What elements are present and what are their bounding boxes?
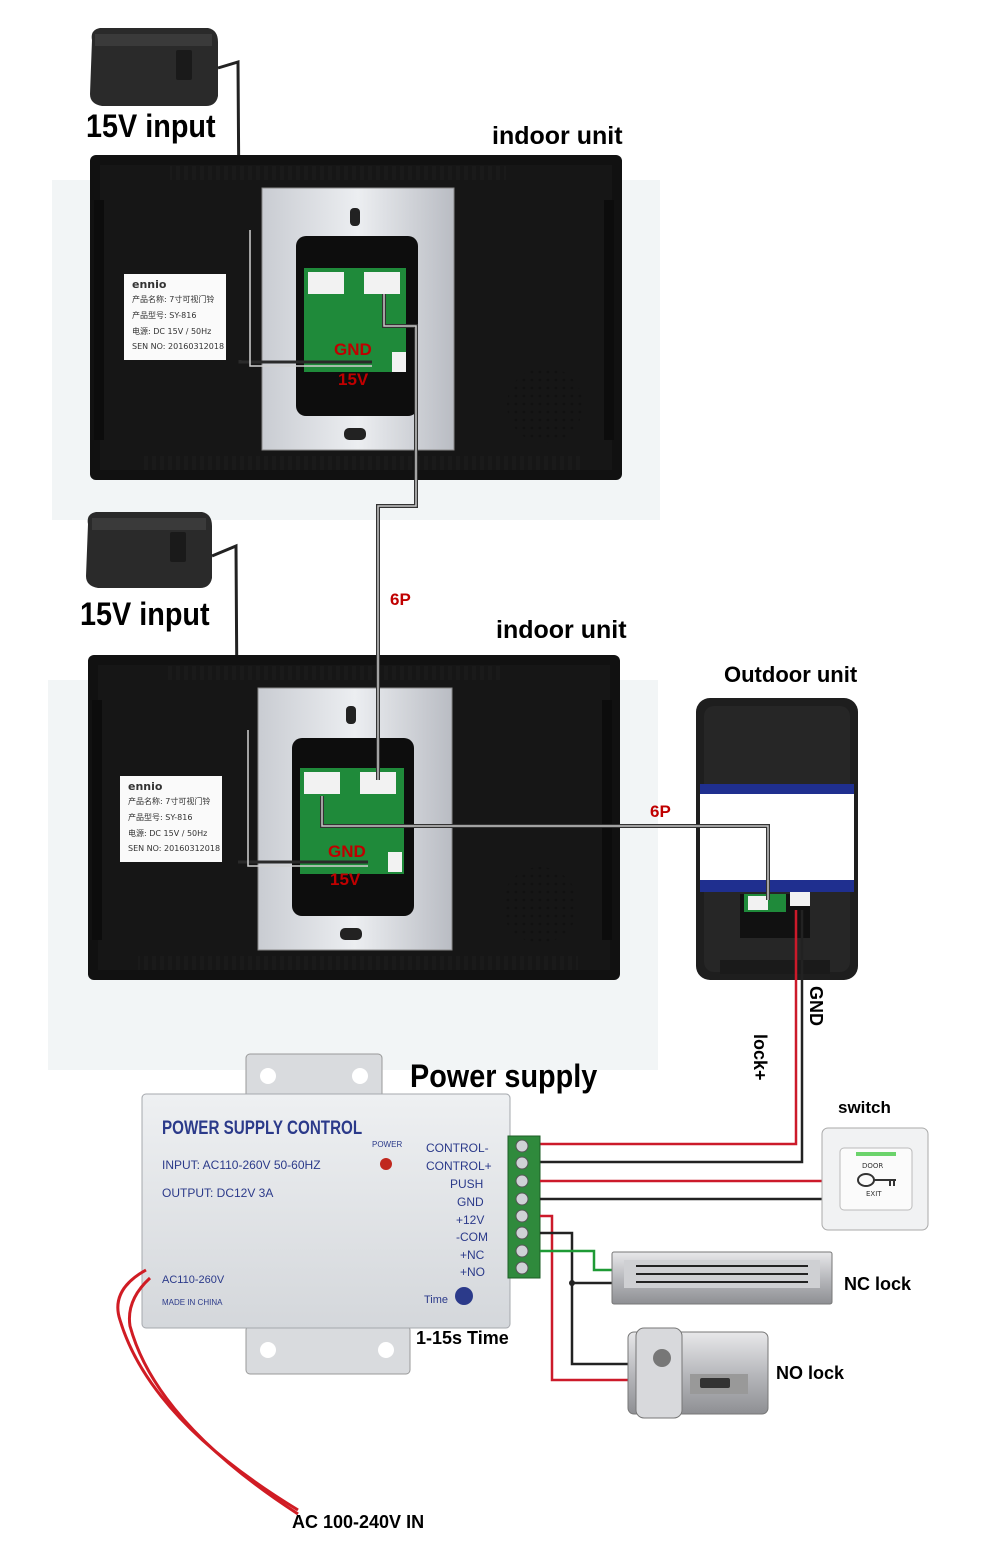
exit-switch [821, 1127, 929, 1231]
spec-power: 电源: DC 15V / 50Hz [132, 327, 212, 336]
gnd-label-top: GND [334, 340, 372, 359]
outdoor-unit [696, 698, 858, 980]
v15-label-top: 15V [338, 370, 369, 389]
terminal-label: PUSH [450, 1177, 484, 1191]
spec-product-name: 产品名称: 7寸可视门铃 [132, 295, 215, 304]
terminal-label: CONTROL+ [426, 1159, 492, 1173]
adapter-top-label: 15V input [86, 108, 216, 144]
indoor-unit-bottom [48, 655, 658, 1070]
power-adapter-bottom [86, 512, 240, 863]
terminal-label: +12V [456, 1213, 485, 1227]
no-lock-label: NO lock [776, 1363, 845, 1383]
v15-label-bottom: 15V [330, 870, 361, 889]
no-lock [627, 1327, 769, 1419]
nc-lock [611, 1251, 833, 1305]
ac-input-label: AC 100-240V IN [292, 1512, 425, 1532]
ps-output: OUTPUT: DC12V 3A [162, 1186, 274, 1200]
ps-ac-label: AC110-260V [162, 1274, 225, 1286]
time-range-label: 1-15s Time [416, 1328, 509, 1348]
spec-product-name: 产品名称: 7寸可视门铃 [128, 797, 211, 806]
spec-power: 电源: DC 15V / 50Hz [128, 829, 208, 838]
spec-model: 产品型号: SY-816 [132, 311, 197, 320]
ps-power-led-label: POWER [372, 1140, 403, 1149]
lock-plus-label: lock+ [750, 1034, 770, 1081]
brand-logo: ennio [128, 780, 163, 793]
switch-exit-text: EXIT [866, 1190, 882, 1198]
outdoor-gnd-label: GND [806, 986, 826, 1026]
outdoor-unit-label: Outdoor unit [724, 662, 858, 687]
gnd-label-bottom: GND [328, 842, 366, 861]
ps-title: POWER SUPPLY CONTROL [162, 1118, 363, 1139]
terminal-label: -COM [456, 1230, 488, 1244]
terminal-label: +NO [460, 1265, 486, 1279]
switch-door-text: DOOR [862, 1162, 884, 1170]
spec-model: 产品型号: SY-816 [128, 813, 193, 822]
cable-6p-label: 6P [390, 590, 411, 609]
ps-input: INPUT: AC110-260V 50-60HZ [162, 1158, 321, 1172]
power-supply-unit [116, 1053, 541, 1516]
indoor-bottom-label: indoor unit [496, 616, 627, 644]
vent-bottom [140, 456, 580, 470]
terminal-label: +NC [460, 1248, 485, 1262]
ps-made-in: MADE IN CHINA [162, 1298, 223, 1307]
cables [238, 230, 804, 1164]
spec-label [124, 274, 226, 360]
switch-label: switch [838, 1098, 891, 1117]
speaker-grille [507, 367, 583, 443]
nc-lock-label: NC lock [844, 1274, 912, 1294]
power-supply-label: Power supply [410, 1058, 598, 1094]
spec-serial: SEN NO: 20160312018 [132, 342, 225, 351]
terminal-label: CONTROL- [426, 1141, 489, 1155]
spec-serial: SEN NO: 20160312018 [128, 844, 221, 853]
vent-top [170, 166, 506, 180]
indoor-top-label: indoor unit [492, 122, 623, 150]
ps-time-knob-label: Time [424, 1294, 449, 1306]
indoor-unit-top [52, 155, 660, 520]
cable-6p-outdoor-label: 6P [650, 802, 671, 821]
power-adapter-top [90, 28, 242, 361]
adapter-bottom-label: 15V input [80, 596, 210, 632]
brand-logo: ennio [132, 278, 167, 291]
terminal-label: GND [457, 1195, 484, 1209]
